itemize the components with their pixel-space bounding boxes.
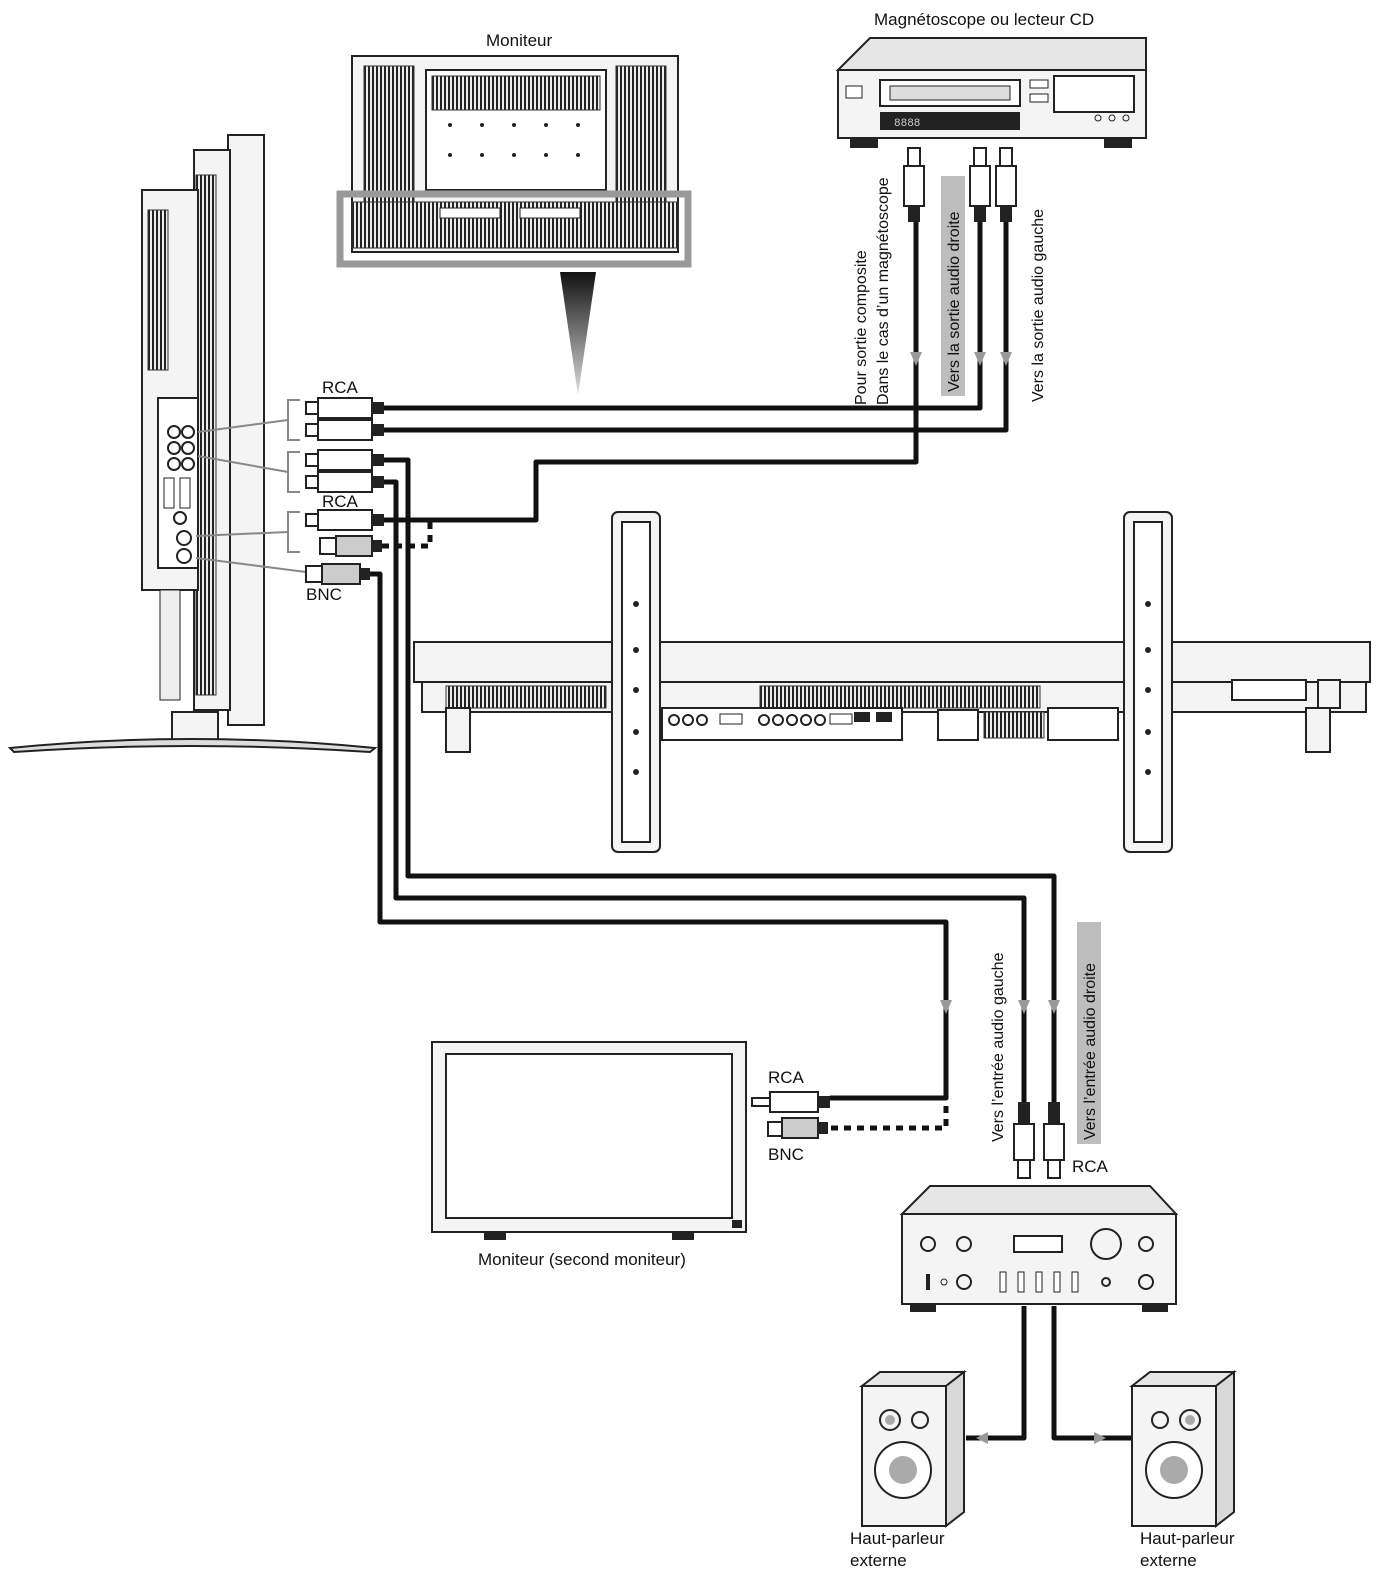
audio-right-out-highlight xyxy=(941,176,965,396)
rca-label-4: RCA xyxy=(1072,1157,1109,1176)
second-monitor-label: Moniteur (second moniteur) xyxy=(478,1250,686,1269)
panel-rca-plugs xyxy=(305,397,384,585)
second-monitor xyxy=(431,1041,747,1240)
audio-right-in-label: Vers l’entrée audio droite xyxy=(1082,963,1099,1140)
speaker-bar-left xyxy=(611,511,661,853)
amplifier-device xyxy=(899,1185,1179,1312)
monitor-bottom-view xyxy=(413,641,1371,753)
bnc-label-2: BNC xyxy=(768,1145,804,1164)
zoom-arrow-icon xyxy=(560,272,596,395)
audio-right-in-highlight xyxy=(1077,922,1101,1144)
vcr-device: 8888 xyxy=(835,37,1147,148)
rca-label-1: RCA xyxy=(322,378,359,397)
panel-bnc-plug-1 xyxy=(319,535,382,557)
cables xyxy=(370,222,1132,1441)
vcr-rca-plugs xyxy=(903,147,1017,222)
audio-left-out-label: Vers la sortie audio gauche xyxy=(1030,209,1047,402)
rca-label-3: RCA xyxy=(768,1068,805,1087)
speaker-right xyxy=(1129,1369,1237,1529)
direction-arrow-icons xyxy=(910,352,1106,1444)
port-callout-lines xyxy=(195,399,307,573)
speaker-right-label-1: Haut-parleur xyxy=(1140,1529,1235,1548)
second-monitor-plugs xyxy=(751,1091,830,1139)
bnc-label-1: BNC xyxy=(306,585,342,604)
speaker-left-label-2: externe xyxy=(850,1551,907,1570)
amplifier-plugs xyxy=(1013,1102,1065,1179)
panel-bnc-plug-2 xyxy=(305,563,370,585)
vcr-display-readout: 8888 xyxy=(894,118,920,130)
rca-label-2: RCA xyxy=(322,492,359,511)
vcr-label: Magnétoscope ou lecteur CD xyxy=(874,10,1094,29)
speaker-left-label-1: Haut-parleur xyxy=(850,1529,945,1548)
speaker-left xyxy=(859,1369,967,1529)
speaker-right-label-2: externe xyxy=(1140,1551,1197,1570)
monitor-rear-view xyxy=(336,55,692,268)
audio-right-out-label: Vers la sortie audio droite xyxy=(946,211,963,392)
speaker-bar-right xyxy=(1123,511,1173,853)
monitor-side-view xyxy=(7,134,378,754)
monitor-top-label: Moniteur xyxy=(486,31,552,50)
composite-out-label-2: Dans le cas d’un magnétoscope xyxy=(875,177,892,405)
composite-out-label-1: Pour sortie composite xyxy=(853,250,870,405)
audio-left-in-label: Vers l’entrée audio gauche xyxy=(990,952,1007,1142)
